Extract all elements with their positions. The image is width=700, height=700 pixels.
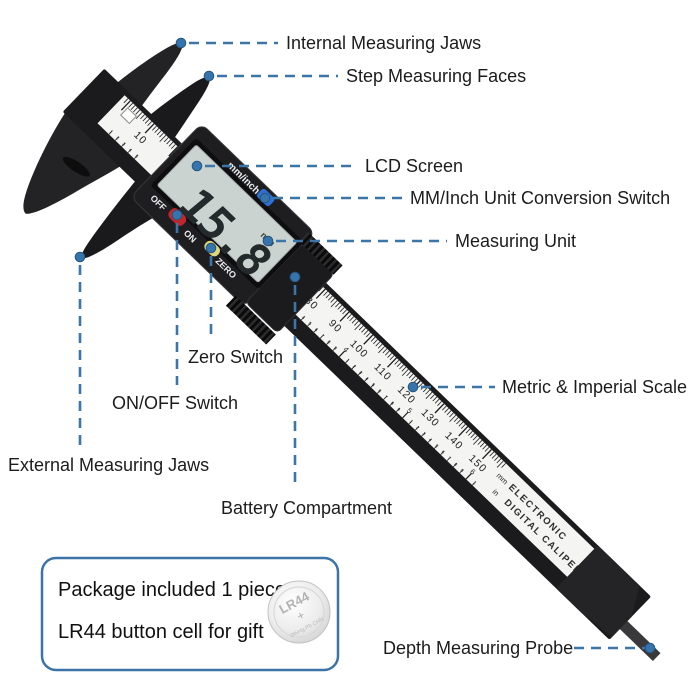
callout-mm-inch-conversion-switch: MM/Inch Unit Conversion Switch	[259, 188, 670, 208]
callout-battery-compartment: Battery Compartment	[221, 271, 392, 518]
svg-text:8: 8	[453, 462, 459, 468]
callout-dot	[259, 192, 271, 204]
svg-text:1: 1	[345, 358, 351, 364]
svg-text:9: 9	[459, 468, 465, 474]
lcd-screen	[157, 145, 297, 283]
beam-end-cap	[556, 545, 640, 637]
svg-text:2: 2	[115, 135, 121, 141]
callout-label: Metric & Imperial Scale	[502, 377, 687, 397]
svg-text:3: 3	[358, 370, 364, 376]
svg-text:1: 1	[472, 480, 478, 486]
svg-text:2: 2	[352, 364, 358, 370]
callouts: Internal Measuring Jaws Step Measuring F…	[8, 33, 687, 658]
callout-dot	[175, 37, 187, 49]
package-info-box: Package included 1 piece LR44 button cel…	[40, 556, 340, 672]
callout-dot	[191, 160, 203, 172]
svg-text:2: 2	[415, 425, 421, 431]
callout-label: Zero Switch	[188, 347, 283, 367]
callout-label: Depth Measuring Probe	[383, 638, 573, 658]
svg-text:6: 6	[314, 327, 320, 333]
svg-text:4: 4	[428, 437, 434, 443]
thumb-grip-serrations-bottom	[225, 295, 276, 345]
svg-text:9: 9	[396, 407, 402, 413]
svg-text:7: 7	[383, 394, 389, 400]
callout-measuring-unit: Measuring Unit	[262, 231, 576, 251]
svg-text:8: 8	[326, 339, 332, 345]
callout-dot	[205, 242, 217, 254]
jaw-slot	[62, 156, 90, 177]
callout-label: External Measuring Jaws	[8, 455, 209, 475]
svg-text:1: 1	[409, 419, 415, 425]
svg-text:3: 3	[121, 141, 127, 147]
callout-label: MM/Inch Unit Conversion Switch	[410, 188, 670, 208]
inch-number: 4	[342, 345, 351, 354]
callout-label: Measuring Unit	[455, 231, 576, 251]
mm-tick-marks	[120, 98, 507, 468]
thumb-grip-serrations-top	[299, 232, 343, 275]
callout-dot	[203, 70, 215, 82]
svg-text:8: 8	[390, 400, 396, 406]
svg-text:5: 5	[307, 321, 313, 327]
callout-label: Step Measuring Faces	[346, 66, 526, 86]
callout-label: LCD Screen	[365, 156, 463, 176]
ruler-slot-hole	[120, 107, 138, 125]
callout-step-measuring-faces: Step Measuring Faces	[203, 66, 526, 86]
callout-label: ON/OFF Switch	[112, 393, 238, 413]
svg-text:6: 6	[440, 449, 446, 455]
scale-unit-in: in	[491, 487, 501, 498]
battery-rim	[273, 586, 325, 638]
callout-on-off-switch: ON/OFF Switch	[112, 209, 238, 413]
callout-dot	[407, 381, 419, 393]
svg-text:1: 1	[109, 129, 115, 135]
svg-text:9: 9	[333, 345, 339, 351]
svg-text:5: 5	[371, 382, 377, 388]
svg-text:6: 6	[377, 388, 383, 394]
inch-number: 6	[468, 467, 477, 476]
svg-text:4: 4	[128, 147, 134, 153]
package-text-line-1: Package included 1 piece	[58, 579, 286, 601]
callout-dot	[644, 642, 656, 654]
svg-text:3: 3	[421, 431, 427, 437]
svg-text:4: 4	[364, 376, 370, 382]
battery-body	[267, 580, 331, 644]
svg-text:4: 4	[301, 315, 307, 321]
callout-internal-measuring-jaws: Internal Measuring Jaws	[175, 33, 481, 53]
inch-number: 5	[405, 406, 414, 415]
svg-text:5: 5	[434, 443, 440, 449]
callout-depth-measuring-probe: Depth Measuring Probe	[383, 638, 656, 658]
callout-lcd-screen: LCD Screen	[191, 156, 463, 176]
package-text-line-2: LR44 button cell for gift	[58, 621, 264, 643]
svg-text:7: 7	[447, 456, 453, 462]
callout-dot	[262, 235, 274, 247]
callout-external-measuring-jaws: External Measuring Jaws	[8, 251, 209, 475]
callout-dot	[289, 271, 301, 283]
callout-label: Battery Compartment	[221, 498, 392, 518]
callout-metric-imperial-scale: Metric & Imperial Scale	[407, 377, 687, 397]
inch-tick-marks: 23456789123456789123456789112345	[108, 129, 478, 486]
lr44-battery-image: LR44 + 0%Hg.Pb CHN	[267, 580, 331, 644]
callout-label: Internal Measuring Jaws	[286, 33, 481, 53]
callout-dot	[171, 209, 183, 221]
package-box-border	[40, 556, 340, 672]
svg-text:7: 7	[320, 333, 326, 339]
callout-zero-switch: Zero Switch	[188, 242, 283, 367]
callout-dot	[74, 251, 86, 263]
svg-text:5: 5	[134, 154, 140, 160]
